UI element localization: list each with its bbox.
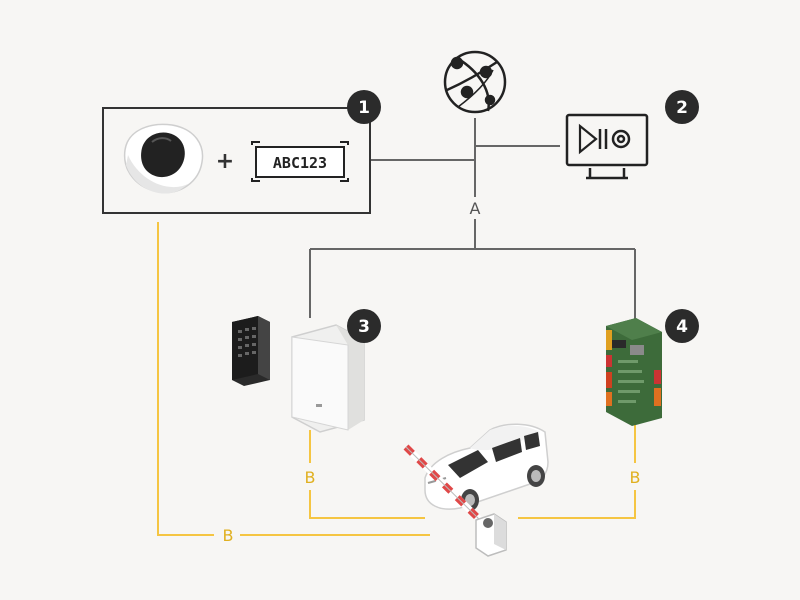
dome-camera-icon — [123, 123, 204, 194]
badge-2: 2 — [665, 90, 699, 124]
car-icon — [424, 423, 549, 511]
license-plate-icon: ABC123 — [251, 141, 349, 182]
network-lines — [309, 118, 636, 322]
gate-link-label-mid: B — [305, 468, 316, 487]
gate-link-label-right: B — [630, 468, 641, 487]
camera-group-box — [102, 107, 371, 214]
monitor-icon — [565, 113, 649, 180]
gate-link-label-left: B — [223, 526, 234, 545]
badge-4-label: 4 — [676, 317, 688, 337]
badge-1-label: 1 — [358, 98, 370, 118]
keypad-icon — [232, 316, 270, 386]
plus-sign: + — [216, 149, 234, 174]
gate-lines — [157, 222, 636, 536]
badge-3: 3 — [347, 309, 381, 343]
network-link-label: A — [470, 199, 481, 218]
badge-3-label: 3 — [358, 317, 370, 337]
badge-2-label: 2 — [676, 98, 688, 118]
io-board-icon — [606, 318, 662, 426]
barrier-gate-icon — [403, 444, 507, 557]
badge-4: 4 — [665, 309, 699, 343]
globe-icon — [443, 50, 507, 114]
door-controller-icon — [291, 324, 365, 433]
plate-text: ABC123 — [273, 154, 327, 172]
badge-1: 1 — [347, 90, 381, 124]
